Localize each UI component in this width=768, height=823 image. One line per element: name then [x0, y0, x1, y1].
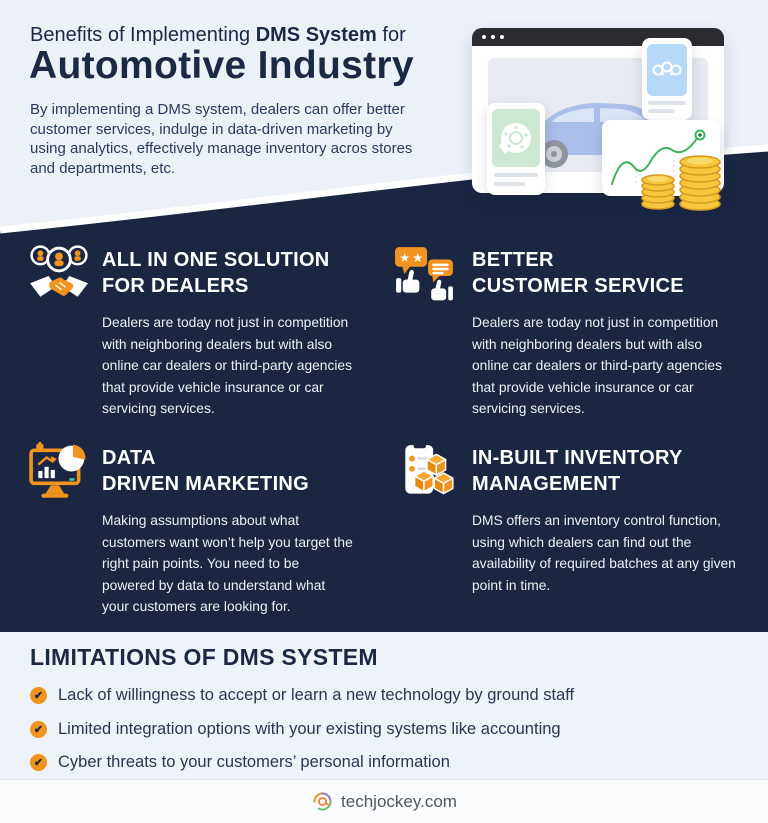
limitation-text: Cyber threats to your customers’ persona… — [58, 753, 450, 771]
limitation-text: Lack of willingness to accept or learn a… — [58, 686, 575, 704]
svg-text:★: ★ — [399, 250, 410, 265]
limitation-text: Limited integration options with your ex… — [58, 720, 561, 738]
card-text-line — [648, 101, 686, 105]
benefit-title-line2: FOR DEALERS — [102, 275, 249, 297]
header-subtitle-suffix: for — [376, 24, 406, 46]
svg-text:★: ★ — [412, 250, 423, 265]
benefit-title: ALL IN ONE SOLUTION FOR DEALERS — [102, 247, 330, 299]
benefit-title-line2: DRIVEN MARKETING — [102, 473, 310, 495]
benefit-title: DATA DRIVEN MARKETING — [102, 445, 309, 497]
benefit-title-line1: DATA — [102, 447, 156, 469]
window-dot-icon — [482, 35, 486, 39]
limitations-section — [0, 632, 768, 779]
footer-brand: techjockey.com — [341, 791, 457, 811]
header-illustration — [466, 14, 746, 214]
benefit-body: Dealers are today not just in competitio… — [472, 315, 723, 416]
coins-stack-icon — [641, 155, 721, 211]
handshake-team-icon — [30, 245, 88, 297]
benefit-title: IN-BUILT INVENTORY MANAGEMENT — [472, 445, 683, 497]
header-subtitle: Benefits of Implementing DMS System for — [30, 24, 406, 47]
inventory-boxes-icon — [405, 443, 454, 495]
header-subtitle-bold: DMS System — [255, 24, 377, 46]
card-text-line — [494, 173, 538, 177]
card-text-line — [648, 109, 675, 113]
brake-disc-card — [487, 103, 545, 195]
benefit-title-line2: MANAGEMENT — [472, 473, 621, 495]
window-dot-icon — [500, 35, 504, 39]
benefit-title: BETTER CUSTOMER SERVICE — [472, 247, 684, 299]
benefit-title-line2: CUSTOMER SERVICE — [472, 275, 684, 297]
analytics-monitor-icon — [29, 442, 86, 498]
check-badge-icon: ✔ — [30, 721, 47, 738]
check-badge-icon: ✔ — [30, 687, 47, 704]
techjockey-swirl-icon — [313, 792, 332, 811]
footer: techjockey.com — [0, 779, 768, 823]
limitation-item: ✔ Lack of willingness to accept or learn… — [30, 686, 574, 705]
limitations-title: LIMITATIONS OF DMS SYSTEM — [30, 644, 378, 670]
card-text-line — [494, 182, 525, 186]
window-dot-icon — [491, 35, 495, 39]
check-badge-icon: ✔ — [30, 754, 47, 771]
parts-card — [642, 38, 692, 120]
header-description: By implementing a DMS system, dealers ca… — [30, 101, 413, 177]
benefit-title-line1: BETTER — [472, 249, 554, 271]
benefit-title-line1: IN-BUILT INVENTORY — [472, 447, 683, 469]
brake-disc-icon — [492, 109, 540, 167]
benefit-body: Dealers are today not just in competitio… — [102, 315, 353, 416]
limitation-item: ✔ Limited integration options with your … — [30, 720, 561, 739]
page-title: Automotive Industry — [29, 44, 414, 87]
thumbs-up-feedback-icon: ★ ★ — [395, 247, 453, 301]
limitation-item: ✔ Cyber threats to your customers’ perso… — [30, 753, 450, 772]
benefit-body: Making assumptions about what customers … — [102, 513, 353, 614]
benefit-title-line1: ALL IN ONE SOLUTION — [102, 249, 330, 271]
header-subtitle-prefix: Benefits of Implementing — [30, 24, 256, 46]
camshaft-icon — [647, 44, 687, 96]
growth-line-chart — [611, 129, 706, 186]
benefit-body: DMS offers an inventory control function… — [472, 513, 736, 593]
